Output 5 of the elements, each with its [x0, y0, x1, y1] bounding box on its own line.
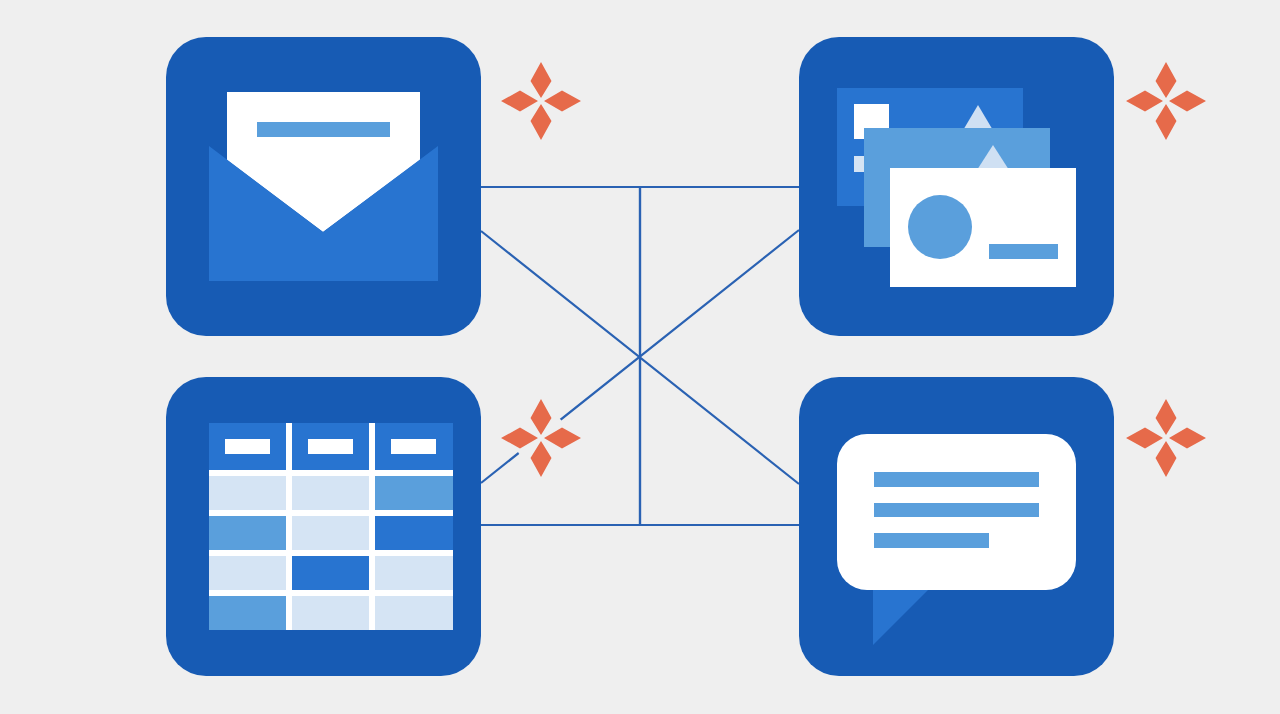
icon-tile	[166, 37, 481, 336]
crossing-connector-lines	[479, 228, 801, 486]
icon-tile	[799, 377, 1114, 676]
icon-tile	[166, 377, 481, 676]
icon-tile	[799, 37, 1114, 336]
